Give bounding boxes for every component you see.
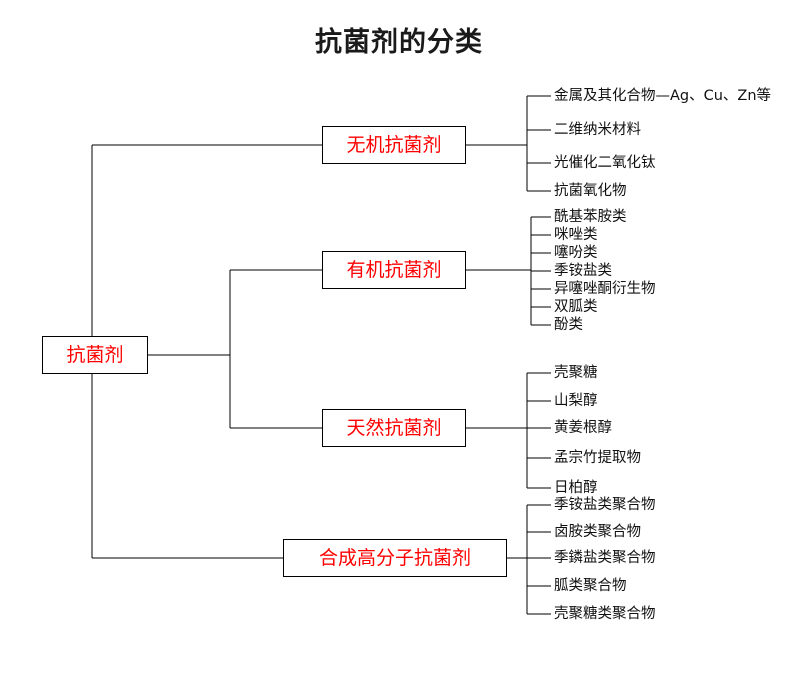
leaf-item: 双胍类 bbox=[554, 298, 598, 315]
node-natural[interactable]: 天然抗菌剂 bbox=[322, 409, 466, 447]
leaf-item: 季鏻盐类聚合物 bbox=[554, 549, 656, 566]
leaf-item: 光催化二氧化钛 bbox=[554, 154, 656, 171]
leaf-item: 季铵盐类聚合物 bbox=[554, 496, 656, 513]
leaf-item: 酰基苯胺类 bbox=[554, 208, 627, 225]
leaf-item: 季铵盐类 bbox=[554, 262, 612, 279]
page-title: 抗菌剂的分类 bbox=[315, 27, 483, 58]
leaf-item: 壳聚糖类聚合物 bbox=[554, 605, 656, 622]
leaf-item: 山梨醇 bbox=[554, 392, 598, 409]
leaf-item: 黄姜根醇 bbox=[554, 419, 612, 436]
leaf-item: 咪唑类 bbox=[554, 226, 598, 243]
leaf-item: 金属及其化合物—Ag、Cu、Zn等 bbox=[554, 87, 772, 104]
node-synthetic-polymer[interactable]: 合成高分子抗菌剂 bbox=[283, 539, 507, 577]
node-synthetic-polymer-label: 合成高分子抗菌剂 bbox=[318, 546, 471, 569]
leaf-item: 孟宗竹提取物 bbox=[554, 449, 641, 466]
leaf-item: 异噻唑酮衍生物 bbox=[554, 280, 656, 297]
node-natural-label: 天然抗菌剂 bbox=[346, 416, 442, 439]
node-root-label: 抗菌剂 bbox=[66, 343, 124, 366]
node-organic[interactable]: 有机抗菌剂 bbox=[322, 251, 466, 289]
node-inorganic[interactable]: 无机抗菌剂 bbox=[322, 126, 466, 164]
leaf-item: 噻吩类 bbox=[554, 244, 598, 261]
leaf-item: 二维纳米材料 bbox=[554, 121, 641, 138]
node-organic-label: 有机抗菌剂 bbox=[346, 258, 442, 281]
leaf-item: 抗菌氧化物 bbox=[554, 182, 627, 199]
leaf-item: 胍类聚合物 bbox=[554, 577, 627, 594]
leaf-item: 壳聚糖 bbox=[554, 364, 598, 381]
node-inorganic-label: 无机抗菌剂 bbox=[346, 133, 442, 156]
leaf-item: 酚类 bbox=[554, 316, 583, 333]
leaf-item: 日柏醇 bbox=[554, 479, 598, 496]
leaf-item: 卤胺类聚合物 bbox=[554, 523, 641, 540]
node-root[interactable]: 抗菌剂 bbox=[42, 336, 148, 374]
